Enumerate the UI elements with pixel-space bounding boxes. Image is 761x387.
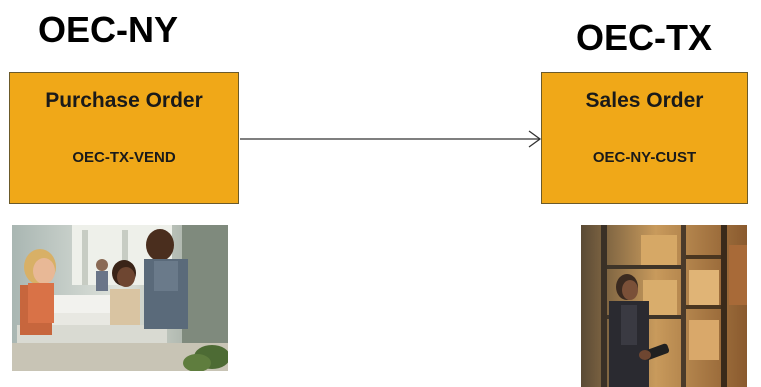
arrow-head [528, 130, 542, 148]
vendor-label: OEC-TX-VEND [72, 149, 176, 166]
warehouse-worker-photo [581, 225, 747, 387]
sales-order-box: Sales Order OEC-NY-CUST [541, 72, 748, 204]
office-workers-photo [12, 225, 228, 371]
purchase-order-box: Purchase Order OEC-TX-VEND [9, 72, 239, 204]
ny-site-title: OEC-NY [38, 9, 179, 50]
purchase-order-label: Purchase Order [45, 89, 203, 112]
sales-order-label: Sales Order [585, 89, 704, 112]
customer-label: OEC-NY-CUST [592, 149, 697, 166]
tx-site-title: OEC-TX [576, 17, 713, 58]
